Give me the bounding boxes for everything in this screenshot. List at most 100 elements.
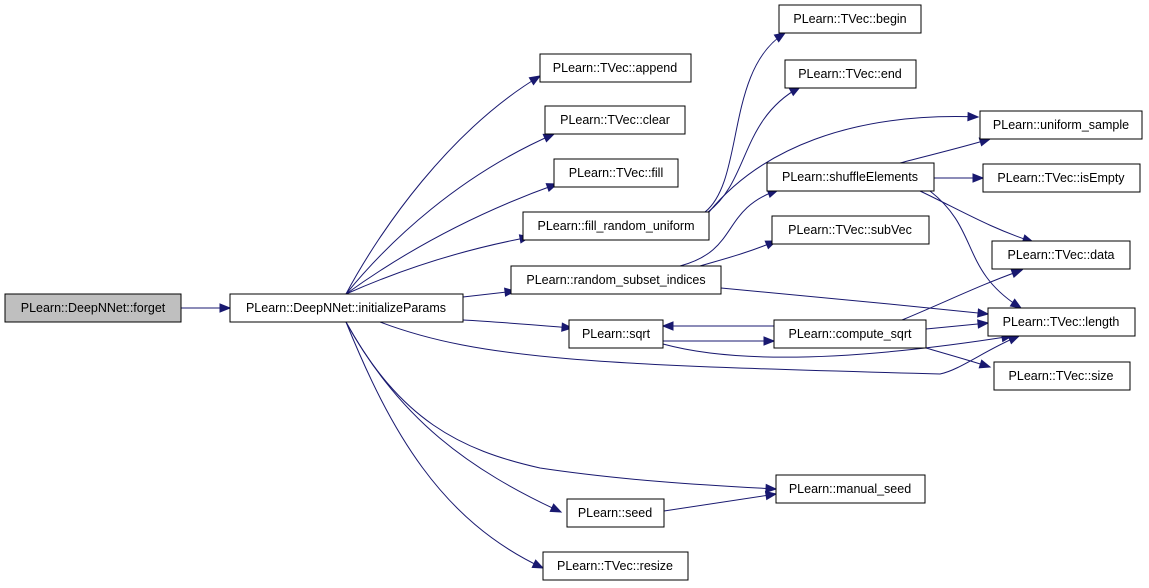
node-data[interactable]: PLearn::TVec::data: [991, 240, 1131, 270]
edge-compute_sqrt-to-data: [901, 269, 1024, 321]
edge-line: [720, 287, 989, 315]
node-fill[interactable]: PLearn::TVec::fill: [553, 158, 679, 188]
node-label: PLearn::sqrt: [582, 327, 651, 341]
arrowhead-icon: [773, 32, 787, 43]
edge-fill_random_uniform-to-begin: [704, 32, 787, 213]
node-label: PLearn::TVec::begin: [793, 12, 906, 26]
node-initializeparams[interactable]: PLearn::DeepNNet::initializeParams: [229, 293, 464, 323]
node-size[interactable]: PLearn::TVec::size: [993, 361, 1131, 391]
arrowhead-icon: [528, 75, 542, 86]
node-isempty[interactable]: PLearn::TVec::isEmpty: [982, 163, 1141, 193]
edge-shuffleElements-to-isEmpty: [934, 173, 985, 183]
node-label: PLearn::TVec::fill: [569, 166, 664, 180]
edge-compute_sqrt-to-length: [925, 319, 990, 330]
arrowhead-icon: [978, 359, 992, 369]
arrowhead-icon: [764, 490, 778, 501]
node-uniform-sample[interactable]: PLearn::uniform_sample: [979, 110, 1143, 140]
arrowhead-icon: [531, 559, 545, 569]
edge-line: [345, 236, 531, 295]
node-label: PLearn::TVec::clear: [560, 113, 670, 127]
edge-fill_random_uniform-to-end: [707, 86, 802, 213]
edge-initializeParams-to-resize: [345, 321, 545, 569]
edge-line: [707, 86, 801, 213]
arrowhead-icon: [765, 483, 778, 494]
arrowhead-icon: [561, 322, 574, 332]
node-label: PLearn::TVec::end: [798, 67, 902, 81]
node-begin[interactable]: PLearn::TVec::begin: [778, 4, 922, 34]
call-graph-edges: [181, 32, 1035, 569]
node-label: PLearn::TVec::isEmpty: [997, 171, 1125, 185]
node-label: PLearn::seed: [578, 506, 652, 520]
edge-random_subset_indices-to-subVec: [699, 240, 778, 267]
edge-initializeParams-to-sqrt: [462, 319, 574, 332]
edge-line: [919, 190, 1034, 243]
node-label: PLearn::DeepNNet::initializeParams: [246, 301, 446, 315]
edge-compute_sqrt-to-size: [925, 347, 992, 369]
edge-line: [901, 269, 1023, 321]
node-subvec[interactable]: PLearn::TVec::subVec: [771, 215, 930, 245]
edge-line: [379, 321, 1020, 375]
arrowhead-icon: [967, 111, 980, 122]
edge-shuffleElements-to-uniform_sample: [899, 137, 992, 164]
edge-line: [345, 75, 541, 295]
edge-line: [662, 335, 1013, 358]
edge-initializeParams-to-append: [345, 75, 542, 295]
node-label: PLearn::uniform_sample: [993, 118, 1129, 132]
node-seed[interactable]: PLearn::seed: [566, 498, 665, 528]
node-label: PLearn::compute_sqrt: [789, 327, 913, 341]
node-fill-random-uniform[interactable]: PLearn::fill_random_uniform: [522, 211, 710, 241]
edge-initializeParams-to-manual_seed: [345, 321, 778, 494]
edge-initializeParams-to-length: [379, 321, 1021, 375]
edge-line: [345, 133, 555, 295]
node-label: PLearn::manual_seed: [789, 482, 911, 496]
edge-line: [345, 321, 777, 490]
node-label: PLearn::TVec::length: [1003, 315, 1120, 329]
edge-forget-to-initializeParams: [181, 303, 232, 313]
node-append[interactable]: PLearn::TVec::append: [539, 53, 692, 83]
arrowhead-icon: [219, 303, 232, 313]
node-sqrt[interactable]: PLearn::sqrt: [568, 319, 664, 349]
node-label: PLearn::fill_random_uniform: [537, 219, 694, 233]
node-label: PLearn::TVec::size: [1009, 369, 1114, 383]
edge-line: [929, 190, 1022, 309]
edge-initializeParams-to-seed: [345, 321, 563, 513]
node-resize[interactable]: PLearn::TVec::resize: [542, 551, 689, 581]
node-label: PLearn::TVec::data: [1007, 248, 1114, 262]
node-compute-sqrt[interactable]: PLearn::compute_sqrt: [773, 319, 927, 349]
edge-line: [899, 138, 991, 164]
edge-fill_random_uniform-to-uniform_sample: [708, 111, 980, 213]
node-length[interactable]: PLearn::TVec::length: [987, 307, 1136, 337]
call-graph-nodes: PLearn::DeepNNet::forget PLearn::DeepNNe…: [4, 4, 1143, 581]
edge-line: [345, 321, 562, 513]
node-label: PLearn::TVec::append: [553, 61, 677, 75]
arrowhead-icon: [504, 287, 517, 297]
node-shuffle-elements[interactable]: PLearn::shuffleElements: [766, 162, 935, 192]
edge-shuffleElements-to-length: [929, 190, 1023, 309]
edge-line: [345, 321, 544, 569]
edge-line: [704, 32, 786, 213]
arrowhead-icon: [1009, 298, 1023, 309]
node-forget[interactable]: PLearn::DeepNNet::forget: [4, 293, 182, 323]
arrowhead-icon: [972, 173, 985, 183]
arrowhead-icon: [977, 319, 990, 329]
node-random-subset-indices[interactable]: PLearn::random_subset_indices: [510, 265, 722, 295]
edge-line: [663, 493, 777, 512]
arrowhead-icon: [977, 308, 990, 318]
node-manual-seed[interactable]: PLearn::manual_seed: [775, 474, 926, 504]
node-label: PLearn::TVec::subVec: [788, 223, 912, 237]
arrowhead-icon: [661, 321, 674, 331]
node-clear[interactable]: PLearn::TVec::clear: [544, 105, 686, 135]
arrowhead-icon: [1010, 269, 1024, 279]
edge-line: [345, 183, 558, 295]
arrowhead-icon: [763, 336, 776, 346]
arrowhead-icon: [542, 133, 556, 143]
node-end[interactable]: PLearn::TVec::end: [784, 59, 917, 89]
edge-line: [708, 116, 979, 213]
edge-line: [679, 189, 779, 267]
node-label: PLearn::DeepNNet::forget: [21, 301, 166, 315]
edge-shuffleElements-to-data: [919, 190, 1035, 244]
edge-random_subset_indices-to-length: [720, 287, 990, 318]
edge-initializeParams-to-fill_random_uniform: [345, 234, 532, 295]
edge-line: [462, 319, 573, 329]
